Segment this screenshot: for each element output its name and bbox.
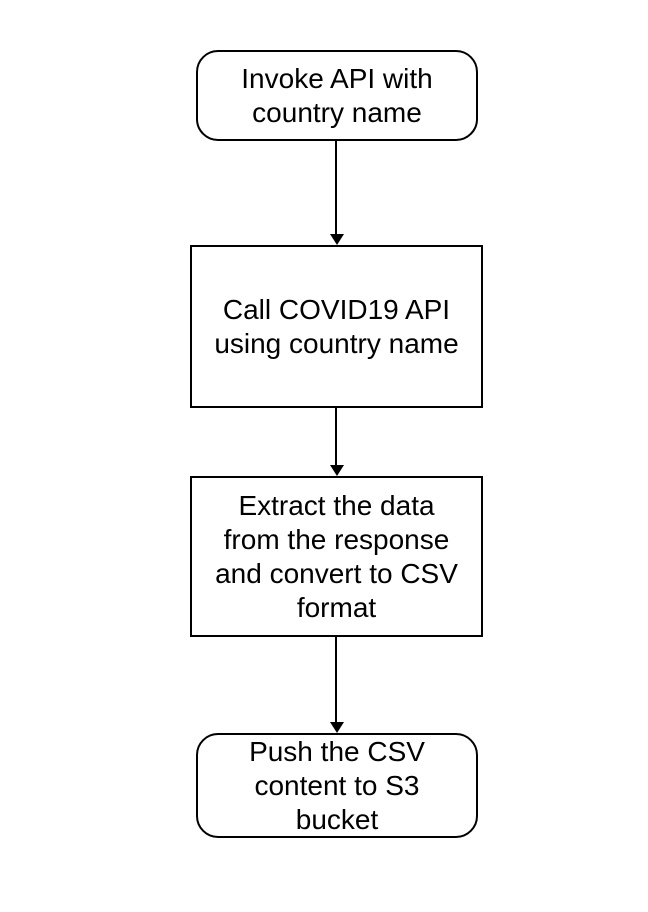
connector-line-3 [335,637,337,723]
flow-node-call-covid19-api: Call COVID19 API using country name [190,245,483,408]
arrowhead-down-icon [330,722,344,733]
flow-node-label: Invoke API with country name [241,62,433,128]
flow-node-push-s3-bucket: Push the CSV content to S3 bucket [196,733,478,838]
arrowhead-down-icon [330,465,344,476]
flow-node-extract-convert-csv: Extract the data from the response and c… [190,476,483,637]
arrowhead-down-icon [330,234,344,245]
flow-node-invoke-api: Invoke API with country name [196,50,478,141]
connector-line-1 [335,141,337,236]
flow-node-label: Call COVID19 API using country name [214,293,459,359]
flow-node-label: Push the CSV content to S3 bucket [249,735,425,835]
flow-node-label: Extract the data from the response and c… [215,489,458,623]
connector-line-2 [335,408,337,466]
